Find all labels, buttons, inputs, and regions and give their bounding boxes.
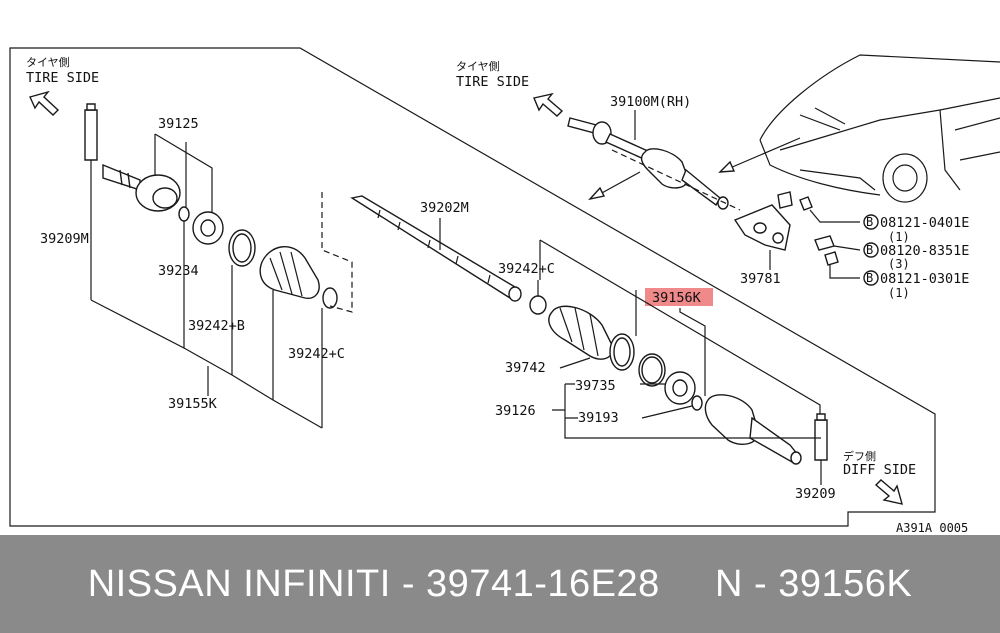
label-bolt3-qty: (1): [888, 286, 910, 300]
bolt-icon-3: [824, 251, 839, 266]
dashed-group-outline-left: [321, 192, 353, 313]
highlight-39156k: [645, 288, 713, 306]
part-39193-snap-ring: [691, 395, 703, 411]
label-39234: 39234: [158, 263, 199, 279]
label-39125: 39125: [158, 116, 199, 132]
label-39781: 39781: [740, 271, 781, 287]
part-outer-cv-joint: [102, 163, 181, 212]
footer-banner: NISSAN INFINITI - 39741-16E28 N - 39156K: [0, 535, 1000, 633]
tire-side-jp-right: タイヤ側: [456, 60, 500, 73]
part-boot: [259, 246, 320, 299]
exploded-parts-diagram: タイヤ側 TIRE SIDE 39209M 39125 39234 39: [9, 47, 1000, 535]
tire-side-en-left: TIRE SIDE: [26, 70, 99, 86]
bolt-icon-2: [814, 235, 835, 251]
tire-side-en-right: TIRE SIDE: [456, 74, 529, 90]
bolt-badge-2: B: [863, 242, 879, 258]
dashed-shaft-outline: [611, 149, 741, 211]
diff-side-en: DIFF SIDE: [843, 462, 916, 478]
label-bolt-08121-0301e: 08121-0301E: [880, 271, 969, 287]
part-39234-snap-ring: [178, 206, 190, 222]
diff-side-arrow-icon: [874, 479, 903, 505]
tire-side-arrow-icon-right: [533, 92, 564, 117]
label-39742: 39742: [505, 360, 546, 376]
tire-side-arrow-icon-left: [29, 90, 60, 116]
label-39209: 39209: [795, 486, 836, 502]
bolt-badge-3: B: [863, 270, 879, 286]
svg-text:B: B: [866, 215, 873, 229]
label-39242c-left: 39242+C: [288, 346, 345, 362]
label-bolt-08120-8351e: 08120-8351E: [880, 243, 969, 259]
part-39209-grease-tube: [814, 413, 828, 461]
label-39242c-right: 39242+C: [498, 261, 555, 277]
diff-side-jp: デフ側: [843, 449, 876, 463]
label-39155k: 39155K: [168, 396, 218, 412]
label-bolt1-qty: (1): [888, 230, 910, 244]
label-bolt-08121-0401e: 08121-0401E: [880, 215, 969, 231]
part-39100m-shaft-assembly: [567, 117, 729, 210]
footer-part-numbers: NISSAN INFINITI - 39741-16E28 N - 39156K: [87, 562, 913, 605]
label-39156k: 39156K: [652, 290, 702, 306]
part-39242c-small-band-left: [322, 287, 338, 309]
svg-text:B: B: [866, 271, 873, 285]
car-illustration: [759, 54, 1000, 203]
svg-text:B: B: [866, 243, 873, 257]
part-39202m-drive-shaft: [350, 195, 522, 302]
part-inner-cv-joint: [704, 394, 802, 465]
label-39193: 39193: [578, 410, 619, 426]
part-o-ring: [638, 353, 666, 387]
part-large-boot-band: [609, 333, 635, 371]
part-39209m-grease-tube: [84, 103, 98, 161]
direction-arrow-icon-right: [718, 137, 801, 173]
part-39735-bearing: [664, 371, 696, 405]
label-39209m: 39209M: [40, 231, 89, 247]
bolt-badge-1: B: [863, 214, 879, 230]
part-39781-bracket: [733, 191, 793, 251]
part-39242b-boot-band: [228, 229, 256, 267]
diagram-code: A391A 0005: [896, 521, 968, 535]
part-39742-boot: [548, 305, 614, 360]
label-39735: 39735: [575, 378, 616, 394]
direction-arrow-icon-left: [588, 171, 641, 201]
bolt-icon-1: [799, 196, 813, 211]
label-39100m-rh: 39100M(RH): [610, 94, 691, 110]
part-39242c-small-band-right: [529, 295, 547, 315]
tire-side-jp-left: タイヤ側: [26, 56, 70, 69]
label-bolt2-qty: (3): [888, 257, 910, 271]
part-39125-bearing: [192, 211, 224, 245]
label-39126: 39126: [495, 403, 536, 419]
diagram-frame: [9, 47, 936, 527]
label-39202m: 39202M: [420, 200, 469, 216]
label-39242b: 39242+B: [188, 318, 245, 334]
